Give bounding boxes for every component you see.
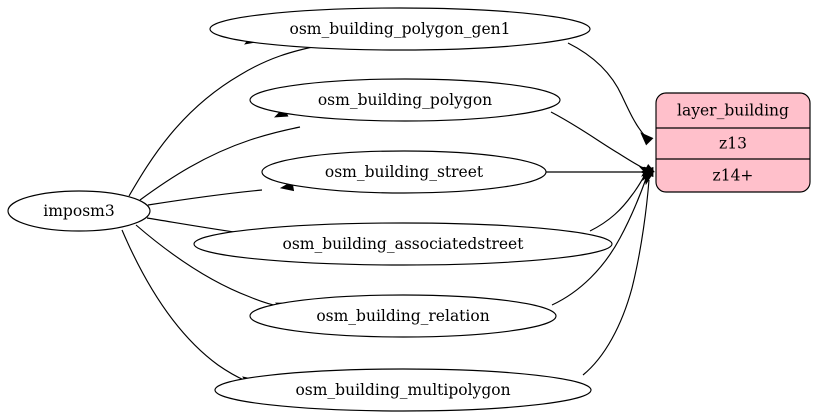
edge-imposm3-to-polygon [139,107,301,201]
edge-line-imposm3-to-multipolygon [121,229,247,382]
edge-line-multipolygon-to-z14plus [582,179,650,376]
edge-multipolygon-to-z14plus [582,170,654,376]
table-ellipse-osm_building_relation[interactable] [249,294,557,338]
record-row-zoom-z13[interactable]: z13 [719,135,747,153]
table-ellipse-osm_building_associatedstreet[interactable] [193,222,613,266]
node-osm_building_relation[interactable]: osm_building_relation [249,294,557,338]
table-ellipse-osm_building_multipolygon[interactable] [214,368,592,412]
node-label-osm_building_polygon: osm_building_polygon [318,91,492,109]
node-imposm3[interactable]: imposm3 [7,190,151,232]
node-osm_building_associatedstreet[interactable]: osm_building_associatedstreet [193,222,613,266]
edge-polygon-to-z14plus [550,111,654,178]
node-label-osm_building_polygon_gen1: osm_building_polygon_gen1 [290,20,511,38]
edge-imposm3-to-street [147,180,295,206]
node-label-osm_building_relation: osm_building_relation [316,307,489,325]
edge-line-polygon-to-z14plus [550,111,646,170]
node-label-imposm3: imposm3 [43,202,114,220]
node-osm_building_street[interactable]: osm_building_street [261,150,547,194]
node-osm_building_polygon[interactable]: osm_building_polygon [249,78,561,122]
record-row-layer-name[interactable]: layer_building [677,102,789,120]
node-label-osm_building_street: osm_building_street [325,163,484,181]
node-layer_building[interactable]: layer_building z13 z14+ [655,92,811,193]
source-ellipse-imposm3[interactable] [7,190,151,232]
edge-street-to-z14plus [545,166,654,178]
layer-record-box[interactable] [655,92,811,193]
arrowhead-icon-multipolygon-to-z14plus [643,170,654,186]
edge-line-imposm3-to-relation [135,224,283,308]
node-label-osm_building_multipolygon: osm_building_multipolygon [295,381,510,399]
node-label-osm_building_associatedstreet: osm_building_associatedstreet [283,235,525,253]
table-ellipse-osm_building_polygon_gen1[interactable] [209,7,591,51]
node-layer: imposm3 osm_building_polygon_gen1 osm_buil… [7,7,811,412]
record-row-zoom-z14plus[interactable]: z14+ [713,167,754,185]
node-osm_building_polygon_gen1[interactable]: osm_building_polygon_gen1 [209,7,591,51]
edge-line-relation-to-z14plus [551,175,648,306]
edge-line-polygon-gen1-to-z13 [567,42,646,137]
node-osm_building_multipolygon[interactable]: osm_building_multipolygon [214,368,592,412]
arrowhead-icon-polygon-gen1-to-z13 [640,132,654,146]
edge-polygon-gen1-to-z13 [567,42,654,146]
edge-line-imposm3-to-street [147,189,263,206]
edge-line-imposm3-to-polygon-gen1 [128,44,323,197]
table-ellipse-osm_building_polygon[interactable] [249,78,561,122]
edge-line-imposm3-to-polygon [139,126,301,201]
table-ellipse-osm_building_street[interactable] [261,150,547,194]
